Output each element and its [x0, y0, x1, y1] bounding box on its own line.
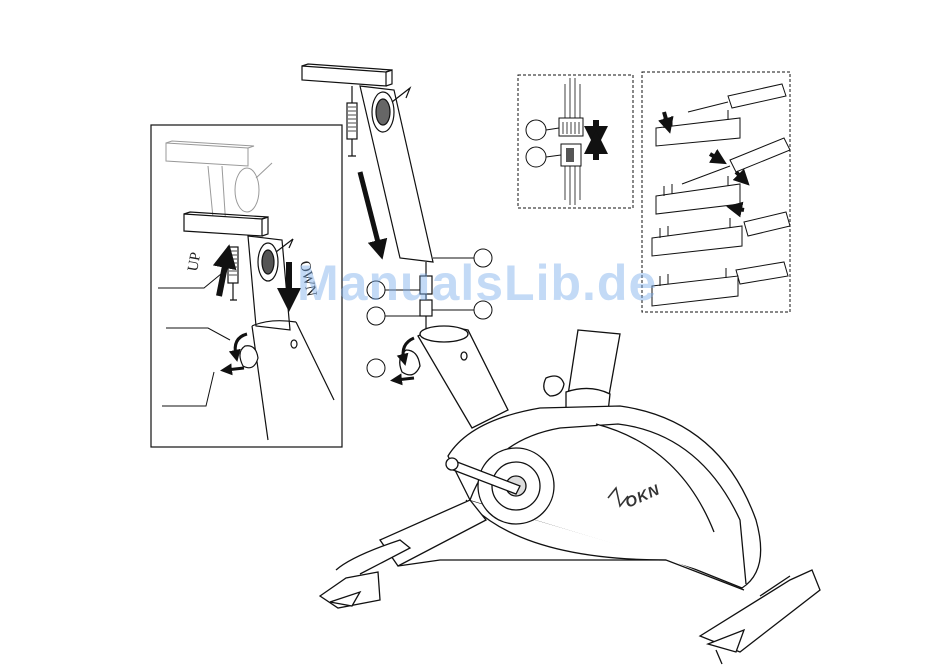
inset-clip-steps-panel	[642, 72, 790, 312]
bike-frame	[320, 326, 820, 664]
insert-post-arrow	[360, 172, 380, 250]
watermark-text: ManualsLib.de	[297, 255, 657, 311]
up-label: UP	[185, 251, 204, 273]
knob-pull-arrow	[226, 368, 244, 370]
inset-connector-panel	[518, 75, 633, 208]
